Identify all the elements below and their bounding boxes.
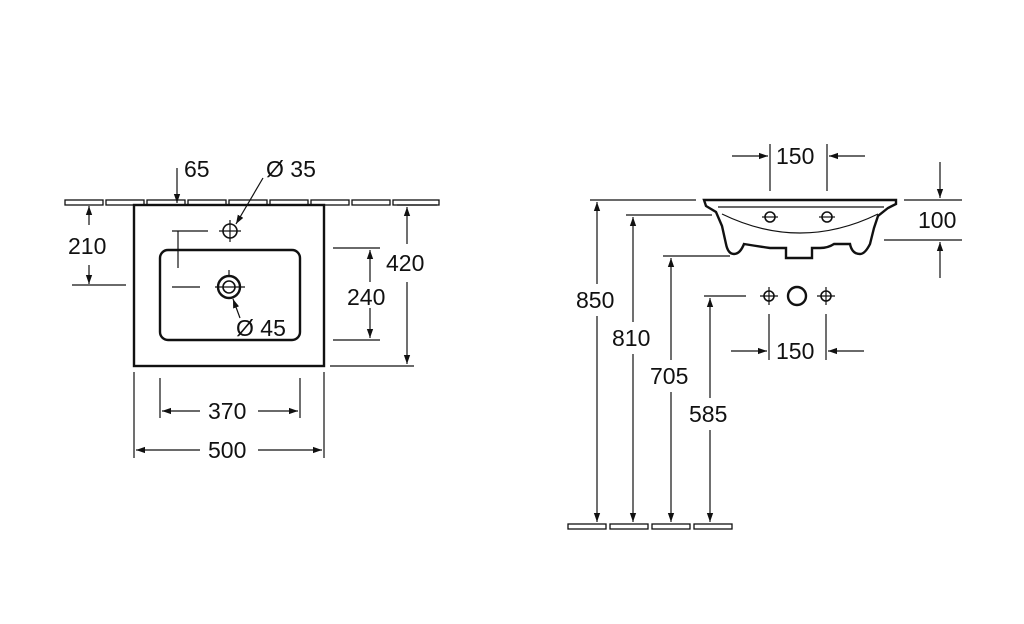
basin-bowl [158, 248, 302, 342]
dim-height-585: 585 [689, 401, 727, 427]
dim-tap-depth: 210 [68, 233, 106, 259]
dim-drain: Ø 45 [236, 315, 286, 341]
top-view: 65 Ø 35 Ø 45 210 420 240 370 [64, 156, 440, 463]
dim-tap-offset: 65 [184, 156, 210, 182]
dim-height-810: 810 [612, 325, 650, 351]
basin-outline [132, 203, 326, 368]
dim-top-spacing: 150 [776, 143, 814, 169]
dim-total-width: 500 [208, 437, 246, 463]
dim-total-depth: 420 [386, 250, 424, 276]
dim-bowl-width: 370 [208, 398, 246, 424]
side-view: 150 100 150 [567, 143, 962, 530]
floor-tiles [567, 523, 733, 530]
dim-height-850: 850 [576, 287, 614, 313]
wall-tiles-top [64, 199, 440, 206]
dim-height-705: 705 [650, 363, 688, 389]
dim-tap-hole: Ø 35 [266, 156, 316, 182]
dim-rim-height: 100 [918, 207, 956, 233]
dim-bottom-spacing: 150 [776, 338, 814, 364]
basin-profile [702, 198, 898, 260]
dim-bowl-depth: 240 [347, 284, 385, 310]
